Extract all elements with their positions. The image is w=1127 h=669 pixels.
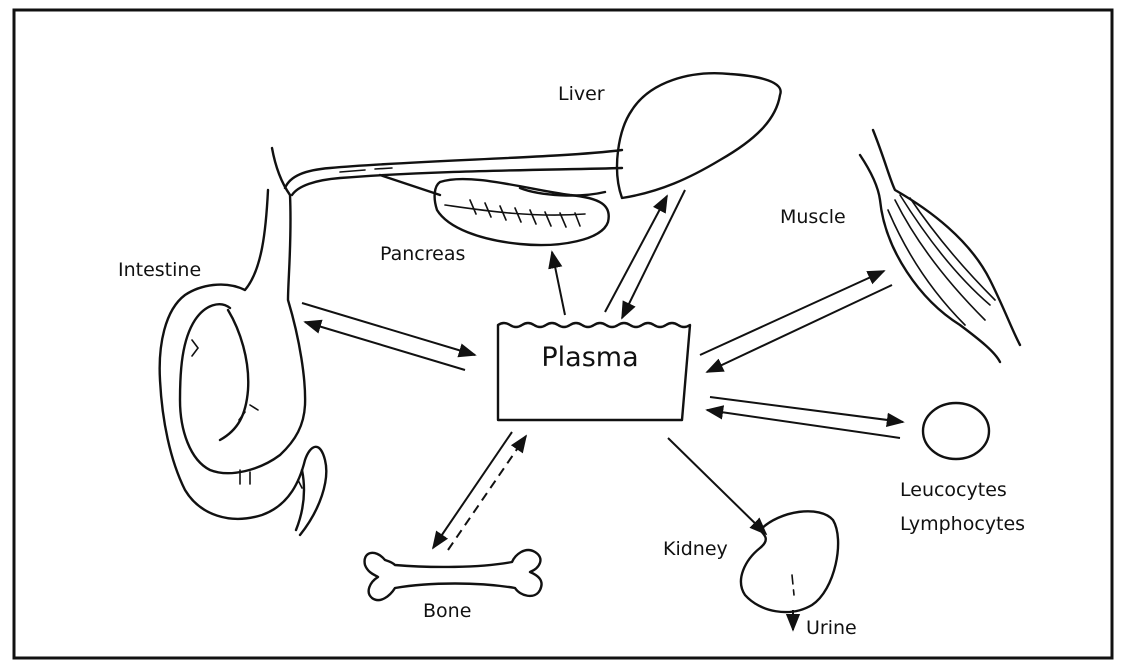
arrow-plasma-to-muscle xyxy=(700,271,884,355)
bone-label: Bone xyxy=(423,600,471,622)
pancreas: Pancreas xyxy=(380,179,609,265)
liver-label: Liver xyxy=(558,83,605,105)
leucocytes-label: Leucocytes xyxy=(900,479,1007,501)
intestine: Intestine xyxy=(118,148,326,535)
kidney-label: Kidney xyxy=(663,538,728,560)
liver: Liver xyxy=(558,73,781,198)
kidney: Kidney Urine xyxy=(663,511,857,639)
muscle-label: Muscle xyxy=(780,206,846,228)
leucocytes: Leucocytes Lymphocytes xyxy=(900,403,1025,535)
intestine-label: Intestine xyxy=(118,259,201,281)
arrow-leucocytes-to-plasma xyxy=(707,410,900,438)
arrow-plasma-to-liver xyxy=(605,196,667,312)
arrow-plasma-to-intestine xyxy=(305,322,465,370)
bone: Bone xyxy=(365,550,542,622)
arrow-muscle-to-plasma xyxy=(707,285,892,372)
page-frame xyxy=(14,10,1112,658)
pancreas-label: Pancreas xyxy=(380,243,465,265)
arrow-bone-to-plasma xyxy=(448,436,526,550)
arrow-plasma-to-bone xyxy=(433,432,512,548)
arrow-plasma-to-kidney xyxy=(668,438,766,534)
arrow-plasma-to-leucocytes xyxy=(710,397,903,422)
plasma-label: Plasma xyxy=(541,342,638,373)
bile-duct xyxy=(285,150,622,195)
plasma-box: Plasma xyxy=(498,323,690,420)
urine-label: Urine xyxy=(806,617,857,639)
lymphocytes-label: Lymphocytes xyxy=(900,513,1025,535)
arrow-plasma-to-pancreas xyxy=(552,252,565,315)
muscle: Muscle xyxy=(780,130,1020,362)
arrow-liver-to-plasma xyxy=(622,190,685,318)
